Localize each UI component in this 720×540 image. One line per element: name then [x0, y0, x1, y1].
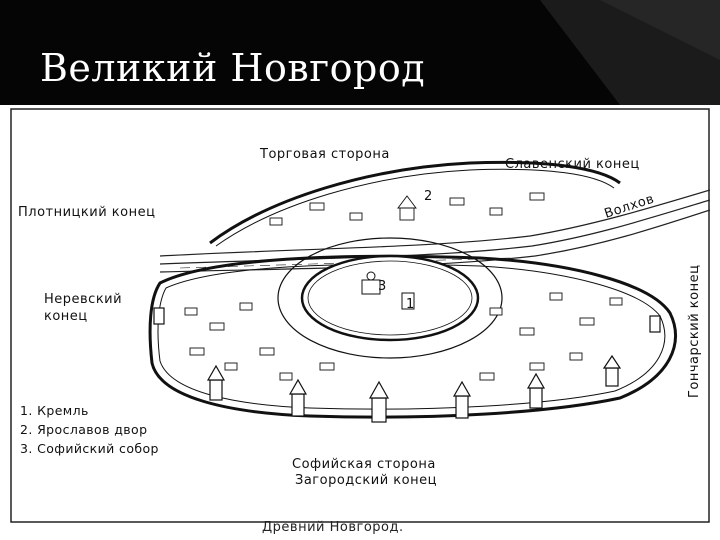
label-slavensky: Славенский конец [505, 157, 640, 172]
label-torgovaya: Торговая сторона [259, 147, 390, 162]
legend-item: 3. Софийский собор [20, 441, 159, 456]
label-sofiyskaya: Софийская сторона [292, 457, 436, 472]
map-frame [10, 108, 710, 523]
marker-3: 3 [378, 279, 387, 294]
kremlin [277, 237, 503, 359]
trade-side-wall [209, 160, 621, 247]
label-nerevsky-1: Неревский [44, 292, 122, 307]
label-nerevsky-2: конец [44, 309, 88, 324]
label-goncharsky: Гончарский конец [687, 265, 702, 398]
label-zagorodsky: Загородский конец [295, 473, 437, 488]
label-plotnitsky: Плотницкий конец [18, 205, 155, 220]
legend-item: 1. Кремль [20, 403, 89, 418]
marker-1: 1 [406, 297, 415, 312]
houses [184, 192, 623, 381]
header-decoration [540, 0, 720, 105]
slide-title: Великий Новгород [40, 46, 426, 90]
title-bar: Великий Новгород [0, 0, 720, 105]
map-caption: Древний Новгород. [262, 520, 404, 535]
map-legend: 1. Кремль 2. Ярославов двор 3. Софийский… [20, 403, 159, 456]
legend-item: 2. Ярославов двор [20, 422, 147, 437]
city-map-illustration: Торговая сторона Славенский конец Плотни… [10, 108, 710, 523]
wall-towers [153, 307, 661, 423]
marker-2: 2 [424, 189, 433, 204]
